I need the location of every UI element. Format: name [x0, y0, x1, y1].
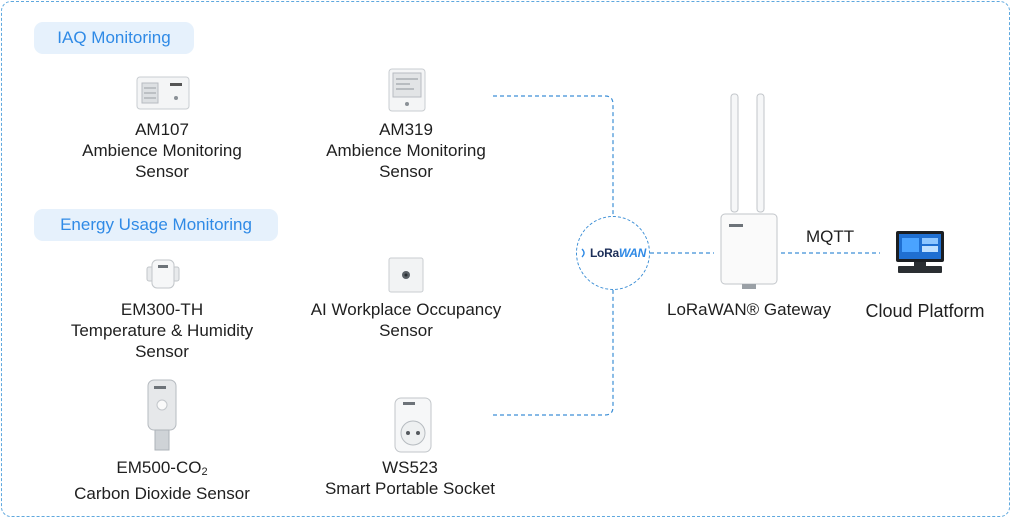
em300-desc-line2: Sensor	[135, 342, 189, 361]
am319-device-icon	[388, 68, 426, 112]
bottom-branch-line	[493, 290, 614, 416]
am107-model: AM107	[135, 120, 189, 139]
am107-label: AM107 Ambience Monitoring Sensor	[48, 119, 276, 182]
am107-device-icon	[136, 76, 190, 110]
lorawan-logo-lora: LoRa	[590, 246, 619, 260]
em500-model: EM500-CO2	[48, 457, 276, 483]
cloud-platform-label: Cloud Platform	[865, 301, 985, 321]
gateway-device-icon	[720, 93, 778, 289]
am319-label: AM319 Ambience Monitoring Sensor	[292, 119, 520, 182]
group-energy-usage-monitoring: Energy Usage Monitoring	[34, 209, 278, 241]
em500-device-icon	[147, 379, 177, 451]
em300-device-icon	[146, 259, 180, 289]
am107-desc-line2: Sensor	[135, 162, 189, 181]
am319-model: AM319	[379, 120, 433, 139]
em500-desc-line1: Carbon Dioxide Sensor	[74, 484, 250, 503]
occupancy-desc-line1: AI Workplace Occupancy	[310, 300, 502, 319]
lorawan-logo-text: LoRaWAN	[590, 246, 646, 260]
em300-desc-line1: Temperature & Humidity	[70, 321, 254, 340]
lorawan-signal-icon	[581, 248, 585, 258]
gateway-label: LoRaWAN® Gateway	[666, 300, 831, 319]
em300-model: EM300-TH	[120, 300, 204, 319]
ws523-model: WS523	[382, 458, 438, 477]
am107-desc-line1: Ambience Monitoring	[82, 141, 242, 160]
mqtt-protocol-label: MQTT	[806, 227, 855, 246]
em500-label: EM500-CO2 Carbon Dioxide Sensor	[48, 457, 276, 504]
group-iaq-monitoring: IAQ Monitoring	[34, 22, 194, 54]
occupancy-desc-line2: Sensor	[379, 321, 433, 340]
em300-label: EM300-TH Temperature & Humidity Sensor	[48, 299, 276, 362]
em500-model-subscript: 2	[201, 466, 208, 478]
cloud-platform-computer-icon	[896, 231, 944, 273]
top-branch-line	[493, 95, 614, 216]
ws523-label: WS523 Smart Portable Socket	[292, 457, 528, 499]
ws523-desc-line1: Smart Portable Socket	[324, 479, 496, 498]
am319-desc-line2: Sensor	[379, 162, 433, 181]
em500-model-prefix: EM500-CO	[116, 458, 202, 477]
occupancy-sensor-icon	[388, 257, 424, 293]
occupancy-label: AI Workplace Occupancy Sensor	[284, 299, 528, 341]
am319-desc-line1: Ambience Monitoring	[326, 141, 486, 160]
lorawan-badge: LoRaWAN	[576, 216, 650, 290]
lorawan-logo-wan: WAN	[618, 246, 646, 260]
ws523-socket-icon	[394, 397, 432, 453]
